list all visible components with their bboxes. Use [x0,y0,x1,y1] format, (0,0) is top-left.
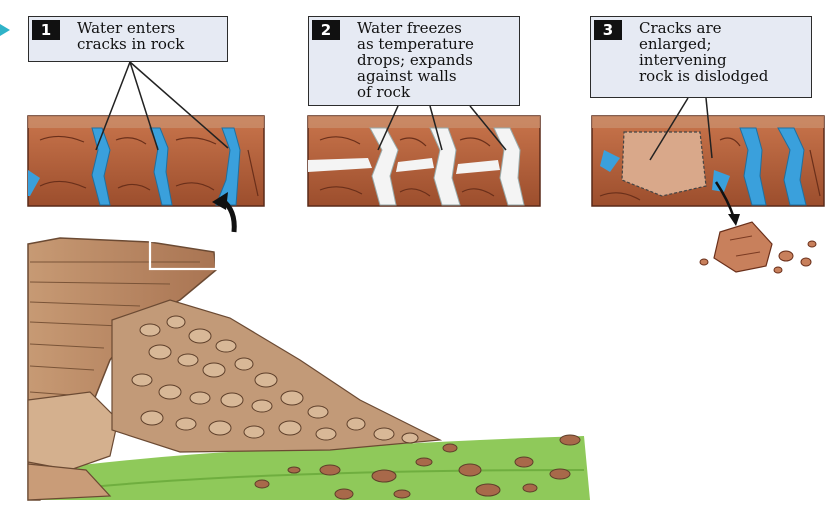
cliff-landscape [28,238,590,500]
step-1-number: 1 [32,20,60,40]
corner-marker-icon [0,24,10,36]
step-2-text: Water freezes as temperature drops; expa… [357,20,511,100]
step-1-text: Water enters cracks in rock [77,20,219,52]
step-1-label: 1 Water enters cracks in rock [28,16,228,62]
panel-2-cross-section [308,106,540,206]
step-2-label: 2 Water freezes as temperature drops; ex… [308,16,520,106]
step-3-text: Cracks are enlarged; intervening rock is… [639,20,803,84]
step-2-number: 2 [312,20,340,40]
step-3-label: 3 Cracks are enlarged; intervening rock … [590,16,812,98]
panel-1-cross-section [28,62,264,206]
panel-3-cross-section [592,98,824,273]
step-3-number: 3 [594,20,622,40]
